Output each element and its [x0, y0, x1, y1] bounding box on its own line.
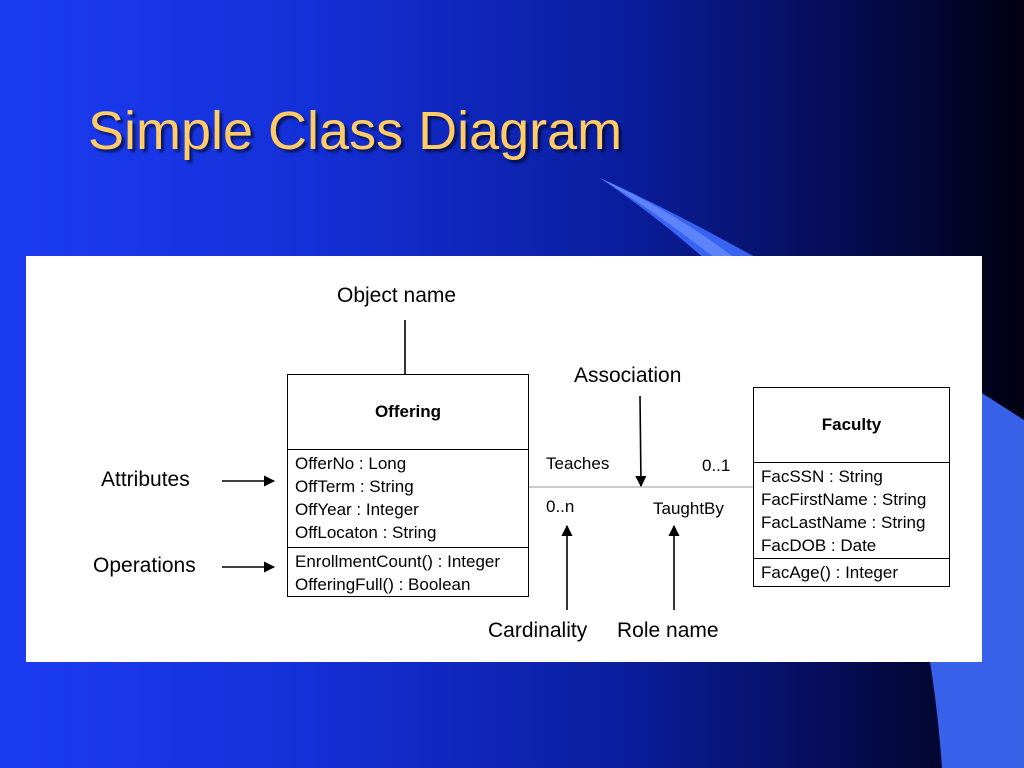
attributes-label: Attributes — [101, 468, 190, 491]
offering-attribute: OffTerm : String — [295, 477, 414, 496]
association-role-name: TaughtBy — [653, 499, 724, 518]
offering-class-box: Offering OfferNo : Long OffTerm : String… — [287, 374, 529, 597]
faculty-attribute: FacFirstName : String — [761, 490, 927, 509]
offering-operations: EnrollmentCount() : Integer OfferingFull… — [288, 548, 528, 596]
faculty-attributes: FacSSN : String FacFirstName : String Fa… — [754, 463, 949, 559]
offering-attributes: OfferNo : Long OffTerm : String OffYear … — [288, 450, 528, 548]
operations-label: Operations — [93, 554, 196, 577]
faculty-attribute: FacDOB : Date — [761, 536, 877, 555]
association-arrow — [635, 395, 647, 488]
offering-operation: OfferingFull() : Boolean — [295, 575, 471, 594]
offering-attribute: OffYear : Integer — [295, 500, 419, 519]
faculty-operations: FacAge() : Integer — [754, 559, 949, 586]
object-name-label: Object name — [337, 284, 457, 307]
faculty-end-cardinality: 0..1 — [702, 456, 731, 475]
offering-end-cardinality: 0..n — [546, 497, 575, 516]
offering-attribute: OfferNo : Long — [295, 454, 407, 473]
role-name-label: Role name — [617, 619, 719, 642]
diagram-panel: Object name Association Attributes Opera… — [26, 256, 982, 662]
faculty-attribute: FacLastName : String — [761, 513, 926, 532]
offering-operation: EnrollmentCount() : Integer — [295, 552, 501, 571]
faculty-class-name: Faculty — [754, 388, 949, 463]
faculty-operation: FacAge() : Integer — [761, 563, 899, 582]
association-label: Association — [574, 364, 682, 387]
offering-attribute: OffLocaton : String — [295, 523, 437, 542]
faculty-class-box: Faculty FacSSN : String FacFirstName : S… — [753, 387, 950, 587]
offering-class-name: Offering — [288, 375, 528, 450]
association-name: Teaches — [546, 454, 610, 473]
slide-title: Simple Class Diagram — [88, 101, 623, 161]
faculty-attribute: FacSSN : String — [761, 467, 883, 486]
background-swoosh-highlight — [600, 178, 740, 262]
cardinality-label: Cardinality — [488, 619, 588, 642]
diagram-connectors — [222, 320, 753, 610]
